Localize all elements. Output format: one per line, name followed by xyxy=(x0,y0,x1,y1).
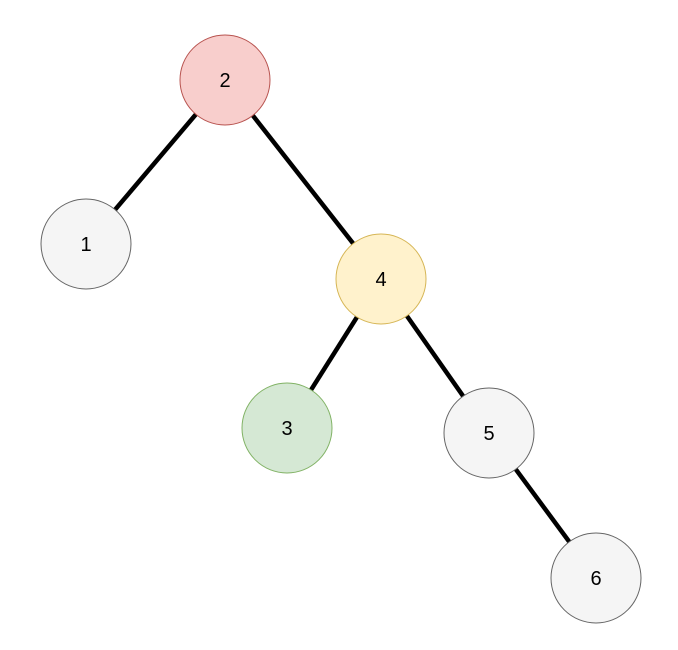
tree-node-2[interactable]: 2 xyxy=(179,34,271,126)
tree-node-label-4: 4 xyxy=(375,269,386,291)
tree-node-4[interactable]: 4 xyxy=(335,233,427,325)
tree-node-label-5: 5 xyxy=(483,423,494,445)
tree-node-6[interactable]: 6 xyxy=(550,532,642,624)
tree-node-3[interactable]: 3 xyxy=(241,382,333,474)
tree-node-label-1: 1 xyxy=(80,234,91,256)
tree-node-circle-3[interactable] xyxy=(241,382,333,474)
tree-node-1[interactable]: 1 xyxy=(40,198,132,290)
tree-node-circle-5[interactable] xyxy=(443,387,535,479)
tree-node-circle-2[interactable] xyxy=(179,34,271,126)
tree-node-label-2: 2 xyxy=(219,70,230,92)
tree-node-circle-6[interactable] xyxy=(550,532,642,624)
tree-node-circle-1[interactable] xyxy=(40,198,132,290)
tree-node-circle-4[interactable] xyxy=(335,233,427,325)
tree-node-label-3: 3 xyxy=(281,418,292,440)
tree-node-label-6: 6 xyxy=(590,568,601,590)
tree-node-5[interactable]: 5 xyxy=(443,387,535,479)
